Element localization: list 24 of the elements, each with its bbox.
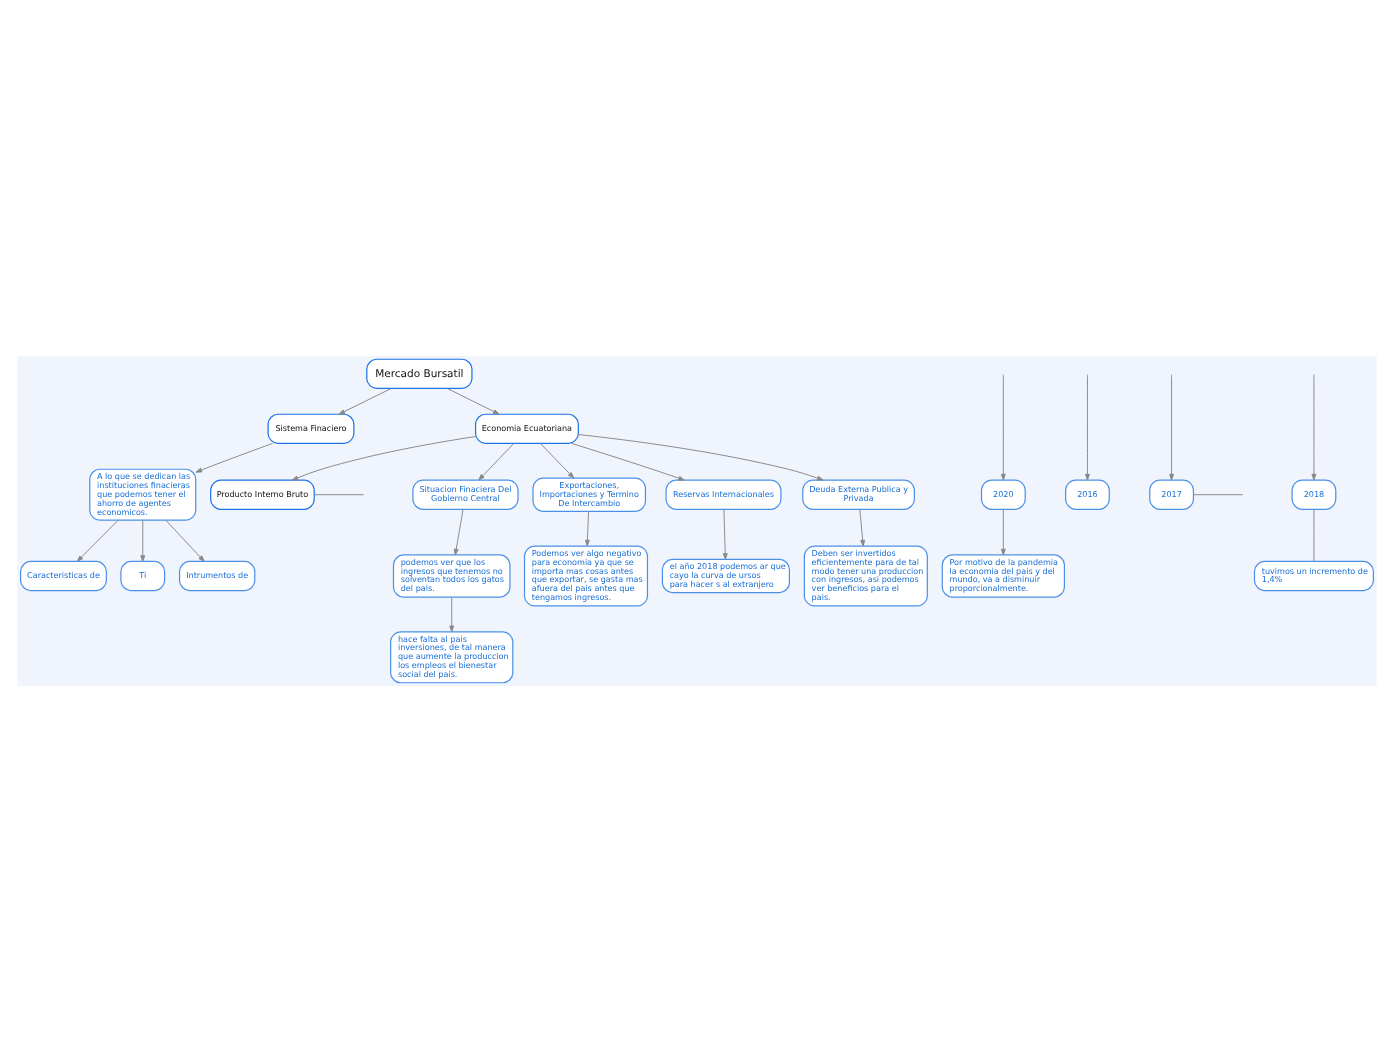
arrow [1085,373,1090,480]
arrow [1169,373,1175,480]
arrow [539,442,575,478]
arrow [338,387,392,414]
arrow [859,507,866,546]
connector [1313,507,1315,561]
arrow [140,518,146,561]
arrow [1000,507,1006,555]
arrow [449,595,455,632]
arrow [571,441,685,480]
arrow [195,441,274,472]
arrow [478,442,515,480]
arrow [1311,373,1317,480]
arrow [584,510,590,546]
connector [1193,493,1244,495]
arrow [722,507,728,559]
arrow [446,387,500,414]
arrow [1000,373,1006,480]
connector [314,493,365,495]
arrow [453,507,464,555]
arrow [165,518,205,561]
arrow [76,518,119,561]
arrow [291,435,477,480]
arrow [577,433,824,480]
